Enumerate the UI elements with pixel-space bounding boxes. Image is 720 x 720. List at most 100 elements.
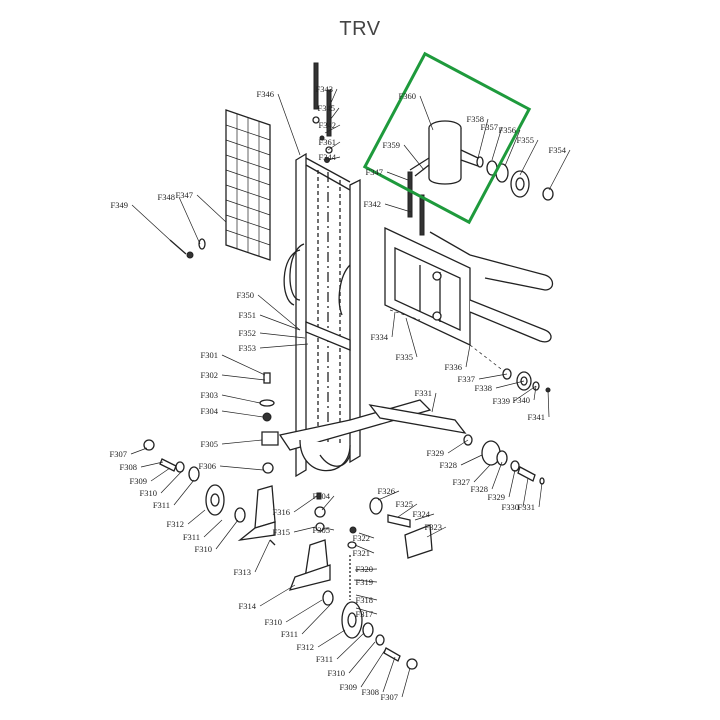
- leader-line-p345: [329, 107, 340, 121]
- part-label-p347a: F347: [366, 167, 383, 177]
- part-label-p355: F355: [517, 135, 534, 145]
- part-label-p358: F358: [467, 114, 484, 124]
- leader-line-p353: [259, 343, 309, 349]
- leader-line-p310d: [348, 641, 376, 674]
- part-label-p323: F323: [425, 522, 442, 532]
- leader-line-p324: [414, 513, 435, 521]
- leader-line-p307a: [130, 447, 148, 455]
- part-label-p305b: F305: [313, 525, 330, 535]
- part-label-p328a: F328: [440, 460, 457, 470]
- part-label-p308a: F308: [120, 462, 137, 472]
- leader-line-p305a: [221, 439, 263, 445]
- leader-line-p311d: [336, 632, 365, 660]
- leader-line-p349: [131, 204, 171, 241]
- part-label-p351: F351: [239, 310, 256, 320]
- part-label-p305a: F305: [201, 439, 218, 449]
- part-label-p359: F359: [383, 140, 400, 150]
- part-label-p342b: F342: [364, 199, 381, 209]
- part-label-p343: F343: [316, 84, 333, 94]
- part-label-p346: F346: [257, 89, 274, 99]
- part-label-p327: F327: [453, 477, 470, 487]
- part-label-p348: F348: [158, 192, 175, 202]
- part-label-p349: F349: [111, 200, 128, 210]
- carriage-and-forks: [384, 226, 554, 373]
- part-label-p344: F344: [319, 152, 337, 162]
- part-label-p311a: F311: [153, 500, 170, 510]
- part-label-p303: F303: [201, 390, 218, 400]
- leader-line-p352: [259, 332, 306, 339]
- leader-line-p312b: [317, 629, 346, 648]
- leader-line-p328b: [491, 461, 503, 490]
- leader-line-p350: [257, 294, 301, 331]
- leader-line-p310b: [215, 519, 239, 550]
- leader-line-p359: [403, 144, 425, 171]
- leader-line-p340: [533, 385, 537, 401]
- leader-line-p315: [293, 526, 316, 533]
- part-label-p331a: F331: [415, 388, 432, 398]
- leader-line-p347a: [386, 171, 409, 181]
- part-label-p350: F350: [237, 290, 254, 300]
- part-label-p345: F345: [318, 103, 335, 113]
- leader-line-p339: [513, 385, 537, 402]
- part-label-p338: F338: [475, 383, 492, 393]
- leader-line-p336: [465, 344, 471, 368]
- part-label-p307a: F307: [110, 449, 127, 459]
- leader-line-p323: [426, 526, 447, 538]
- leader-line-p314: [259, 584, 296, 607]
- part-label-p304a: F304: [201, 406, 219, 416]
- part-label-p326: F326: [378, 486, 395, 496]
- leader-line-p343: [329, 88, 338, 106]
- diagram-title: TRV: [339, 18, 381, 40]
- part-label-p329a: F329: [427, 448, 444, 458]
- leader-line-p301: [221, 354, 266, 376]
- part-label-p311c: F311: [281, 629, 298, 639]
- leader-line-p329b: [508, 469, 516, 498]
- part-label-p310b: F310: [195, 544, 212, 554]
- part-label-p360: F360: [399, 91, 416, 101]
- leader-line-p308b: [382, 656, 396, 693]
- leader-line-p320: [354, 568, 378, 571]
- part-label-p310c: F310: [265, 617, 282, 627]
- part-label-p356: F356: [499, 125, 516, 135]
- leader-line-p356: [504, 129, 521, 167]
- leader-line-p338: [495, 380, 525, 389]
- leader-line-p342b: [384, 203, 412, 213]
- cylinder-assembly: [409, 120, 554, 201]
- part-label-p354: F354: [549, 145, 567, 155]
- part-label-p329b: F329: [488, 492, 505, 502]
- part-label-p331b: F331: [518, 502, 535, 512]
- leader-line-p318: [355, 594, 378, 601]
- part-label-p314: F314: [239, 601, 257, 611]
- leader-line-p360: [419, 95, 434, 131]
- lifting-chains: [312, 62, 425, 236]
- leader-line-p342a: [324, 124, 341, 134]
- leader-line-p303: [221, 394, 261, 404]
- part-label-p352: F352: [239, 328, 256, 338]
- leader-line-p361: [327, 141, 341, 151]
- leader-line-p311b: [203, 519, 223, 538]
- leader-line-p358: [477, 118, 489, 159]
- leader-line-p355: [519, 139, 539, 176]
- part-label-p312a: F312: [167, 519, 184, 529]
- part-label-p317: F317: [356, 609, 373, 619]
- leader-line-p309b: [360, 649, 386, 688]
- part-label-p339: F339: [493, 396, 510, 406]
- part-label-p311d: F311: [316, 654, 333, 664]
- leader-line-p307b: [401, 667, 411, 698]
- leader-line-p322: [358, 532, 375, 539]
- part-label-p342a: F342: [319, 120, 336, 130]
- part-label-p337: F337: [458, 374, 475, 384]
- part-label-p328b: F328: [471, 484, 488, 494]
- part-label-p330: F330: [502, 502, 519, 512]
- leader-line-p309a: [150, 467, 171, 482]
- leader-line-p351: [259, 314, 301, 331]
- part-label-p304b: F304: [313, 491, 331, 501]
- part-label-p319: F319: [356, 577, 373, 587]
- leader-line-p311c: [301, 604, 331, 635]
- part-label-p302: F302: [201, 370, 218, 380]
- leader-line-p313: [254, 539, 271, 573]
- highlight-box: [362, 51, 532, 225]
- leader-line-p348: [178, 196, 201, 245]
- part-label-p324: F324: [413, 509, 431, 519]
- leader-line-p330: [522, 477, 529, 508]
